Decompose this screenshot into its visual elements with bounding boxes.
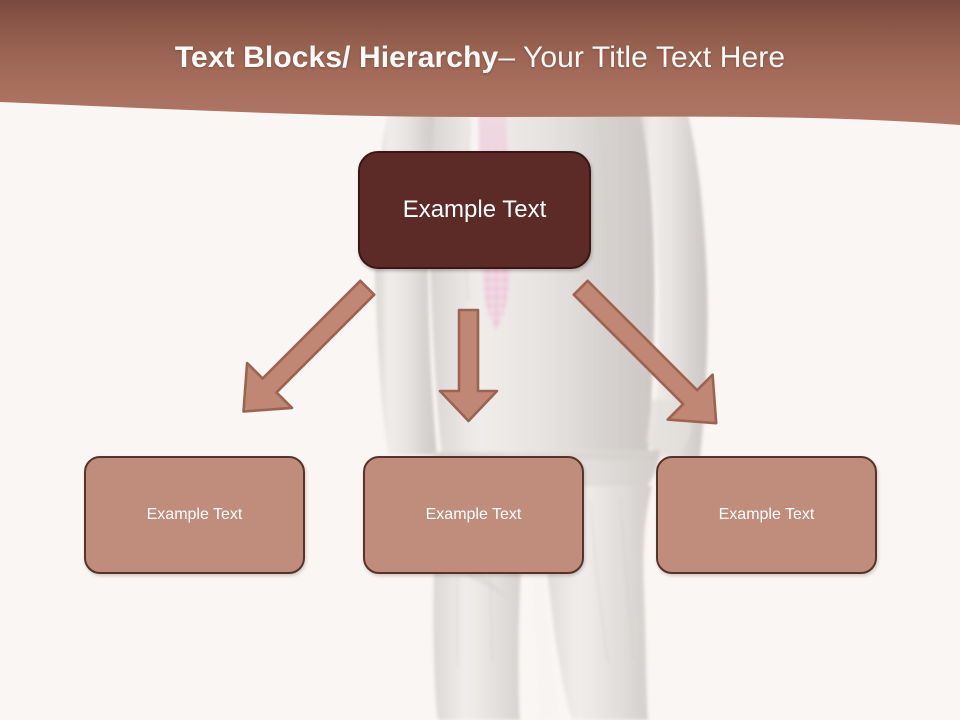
node-bottom-1[interactable]: Example Text [84, 456, 305, 574]
arrow-down-icon [438, 308, 499, 423]
node-bottom-2-label: Example Text [425, 506, 522, 523]
arrow-down-right-icon [572, 279, 718, 425]
slide-title-bold: Text Blocks/ Hierarchy [174, 41, 499, 74]
slide-title-regular: – Your Title Text Here [498, 41, 786, 74]
node-top-label: Example Text [402, 196, 547, 223]
node-bottom-3-label: Example Text [718, 506, 815, 523]
node-bottom-3[interactable]: Example Text [656, 456, 877, 574]
node-bottom-1-label: Example Text [146, 506, 243, 523]
node-top[interactable]: Example Text [358, 151, 591, 269]
node-bottom-2[interactable]: Example Text [363, 456, 584, 574]
slide-title: Text Blocks/ Hierarchy – Your Title Text… [0, 0, 960, 116]
arrow-down-left-icon [242, 279, 376, 413]
